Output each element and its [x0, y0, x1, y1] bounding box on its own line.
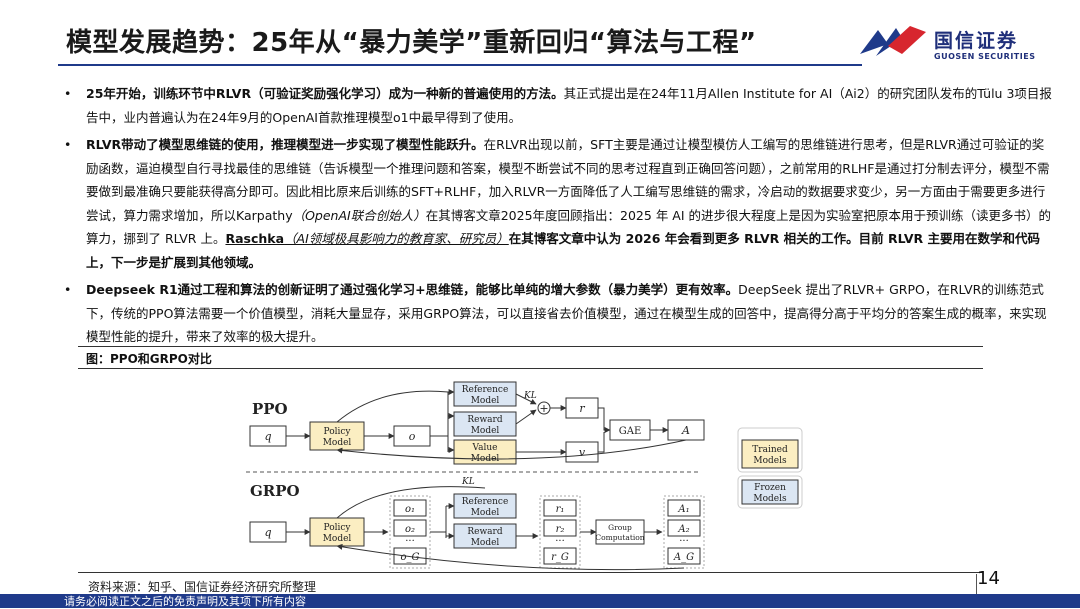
bullet-rlvr-cot: • RLVR带动了模型思维链的使用，推理模型进一步实现了模型性能跃升。在RLVR… [62, 133, 1052, 274]
grpo-a2-text: A₂ [677, 524, 689, 535]
grpo-a-dots: ··· [679, 536, 689, 547]
source-note: 资料来源：知乎、国信证券经济研究所整理 [88, 580, 317, 594]
grpo-reference-line2: Model [471, 508, 500, 518]
page-title: 模型发展趋势：25年从“暴力美学”重新回归“算法与工程” [66, 28, 757, 58]
karpathy-note: （OpenAI联合创始人） [292, 207, 426, 223]
ppo-reference-line2: Model [471, 396, 500, 406]
ppo-policy-line2: Model [323, 438, 352, 448]
grpo-kl-label: KL [461, 477, 475, 487]
footer-disclaimer: 请务必阅读正文之后的免责声明及其项下所有内容 [64, 595, 306, 608]
bullet-1-lead: 25年开始，训练环节中RLVR（可验证奖励强化学习）成为一种新的普遍使用的方法。 [86, 86, 564, 101]
bullet-dot: • [64, 282, 72, 297]
grpo-rg-text: r_G [551, 552, 569, 563]
ppo-label: PPO [252, 400, 288, 418]
ppo-reward-line1: Reward [467, 415, 502, 425]
ppo-gae-text: GAE [619, 426, 642, 437]
ppo-r-text: r [579, 402, 585, 415]
bullet-1-body: 其正式提出是在24年11月Allen Institute for AI（Ai2）… [86, 86, 1052, 125]
grpo-r1-box [543, 499, 577, 517]
bullet-dot: • [64, 137, 72, 152]
legend-frozen-line2: Models [753, 494, 787, 504]
bullet-list: • 25年开始，训练环节中RLVR（可验证奖励强化学习）成为一种新的普遍使用的方… [62, 82, 1052, 353]
grpo-o1-box [393, 499, 427, 517]
legend-trained-line2: Models [753, 456, 787, 466]
figure-caption-rule [78, 368, 983, 369]
bullet-rlvr-intro: • 25年开始，训练环节中RLVR（可验证奖励强化学习）成为一种新的普遍使用的方… [62, 82, 1052, 129]
ppo-q-text: q [264, 430, 271, 443]
grpo-a1-box [667, 499, 701, 517]
grpo-o1-text: o₁ [405, 504, 415, 515]
legend-trained [741, 439, 799, 469]
grpo-reward-line2: Model [471, 538, 500, 548]
grpo-group-line2: Computation [595, 533, 644, 542]
ppo-reference-model [453, 381, 517, 407]
page-number-divider [976, 574, 977, 594]
grpo-a2-box [667, 519, 701, 537]
grpo-group-line1: Group [608, 523, 632, 532]
grpo-o2-box [393, 519, 427, 537]
figure-top-rule [78, 346, 983, 347]
bullet-2-body-cont: 在其博客文章2025年度回顾指出：2025 年 AI 的进步很大程度上是因为实验… [86, 207, 1052, 247]
grpo-r1-text: r₁ [556, 504, 565, 515]
grpo-o-dots: ··· [405, 536, 415, 547]
grpo-ag-box [667, 547, 701, 565]
bullet-deepseek: • Deepseek R1通过工程和算法的创新证明了通过强化学习+思维链，能够比… [62, 278, 1052, 349]
grpo-reference-line1: Reference [462, 497, 509, 507]
bullet-2-conclusion: 在其博客文章中认为 2026 年会看到更多 RLVR 相关的工作。目前 RLVR… [86, 231, 1041, 270]
bullet-2-lead: RLVR带动了模型思维链的使用，推理模型进一步实现了模型性能跃升。 [86, 137, 484, 152]
grpo-group-computation [595, 519, 645, 545]
grpo-reward-line1: Reward [467, 527, 502, 537]
bullet-dot: • [64, 86, 72, 101]
ppo-a-text: A [681, 424, 690, 437]
ppo-reference-line1: Reference [462, 385, 509, 395]
ppo-v-text: v [579, 446, 586, 459]
grpo-policy-line1: Policy [324, 523, 352, 533]
ppo-policy-model [309, 421, 365, 451]
svg-text:+: + [539, 402, 548, 415]
logo-english-text: GUOSEN SECURITIES [934, 52, 1036, 61]
title-divider [58, 64, 862, 66]
ppo-value-line1: Value [471, 443, 497, 453]
grpo-og-text: o_G [400, 552, 419, 563]
grpo-q-text: q [264, 526, 271, 539]
ppo-o-text: o [409, 430, 416, 443]
grpo-r-dots: ··· [555, 536, 565, 547]
bullet-3-body: DeepSeek 提出了RLVR+ GRPO，在RLVR的训练范式下，传统的PP… [86, 282, 1047, 344]
bullet-2-body: 在RLVR出现以前，SFT主要是通过让模型模仿人工编写的思维链进行思考，但是RL… [86, 137, 1050, 223]
grpo-rg-box [543, 547, 577, 565]
logo-mark-icon [860, 26, 926, 56]
page-number: 14 [977, 568, 1000, 589]
raschka-note: （AI领域极具影响力的教育家、研究员） [284, 231, 509, 246]
grpo-og-box [393, 547, 427, 565]
grpo-policy-line2: Model [323, 534, 352, 544]
legend-frozen-line1: Frozen [754, 483, 786, 493]
legend-frozen [741, 479, 799, 505]
guosen-logo: 国信证券 GUOSEN SECURITIES [858, 22, 1038, 68]
grpo-r2-box [543, 519, 577, 537]
figure-caption: 图：PPO和GRPO对比 [86, 352, 212, 366]
ppo-kl-label: KL [523, 391, 537, 401]
logo-chinese-text: 国信证券 [934, 30, 1019, 52]
ppo-reward-line2: Model [471, 426, 500, 436]
grpo-o2-text: o₂ [405, 524, 415, 535]
raschka-name: Raschka [225, 231, 285, 246]
grpo-label: GRPO [250, 482, 300, 500]
figure-bottom-rule [78, 572, 983, 573]
ppo-policy-line1: Policy [324, 427, 352, 437]
grpo-reward-model [453, 523, 517, 549]
ppo-grpo-diagram: PPO q Policy Model o Reference Model Rew… [246, 381, 803, 571]
grpo-a1-text: A₁ [677, 504, 689, 515]
footer-bar: 请务必阅读正文之后的免责声明及其项下所有内容 [0, 594, 1080, 608]
bullet-3-lead: Deepseek R1通过工程和算法的创新证明了通过强化学习+思维链，能够比单纯… [86, 282, 739, 297]
grpo-r2-text: r₂ [556, 524, 565, 535]
grpo-reference-model [453, 493, 517, 519]
ppo-value-model [453, 439, 517, 465]
grpo-ag-text: A_G [673, 552, 694, 563]
legend-trained-line1: Trained [752, 445, 788, 455]
